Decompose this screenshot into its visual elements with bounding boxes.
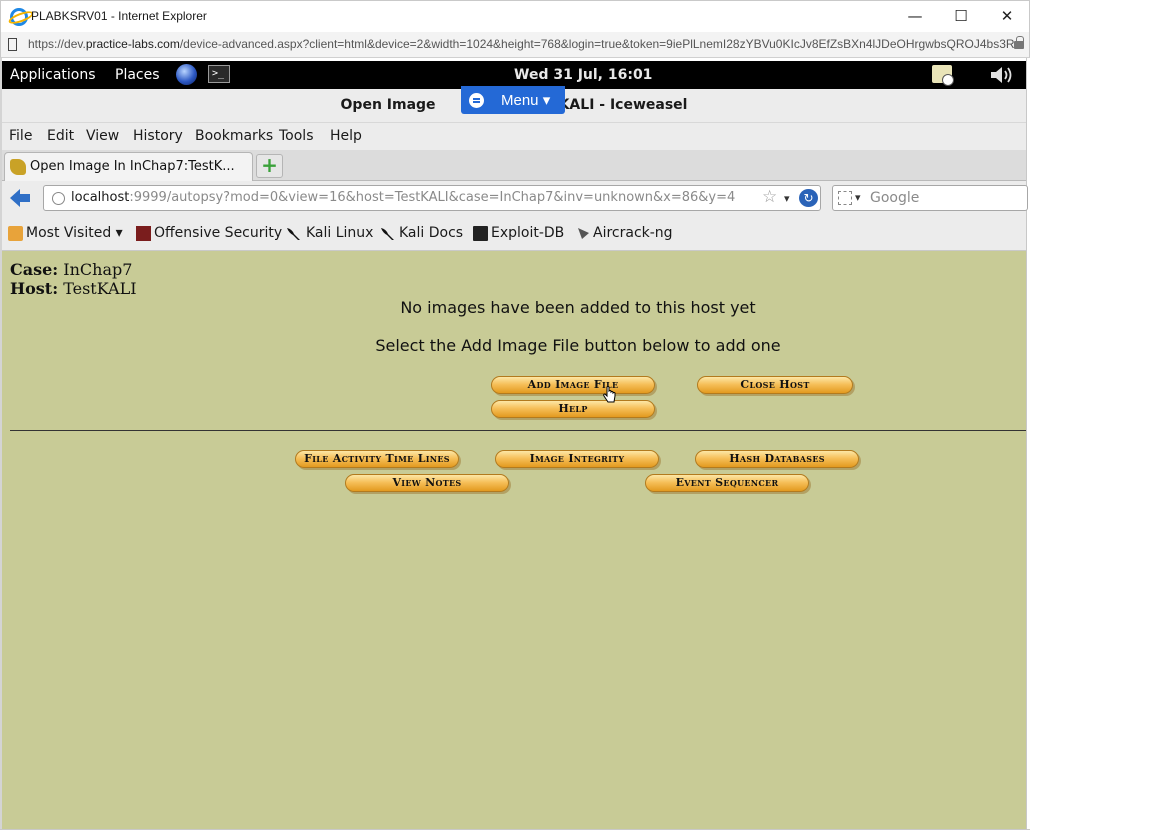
menu-view[interactable]: View (86, 128, 120, 144)
kali-docs-dragon-icon (381, 228, 394, 240)
autopsy-favicon-icon (10, 159, 26, 175)
terminal-launcher-icon[interactable]: >_ (208, 65, 230, 83)
internet-explorer-logo-icon (10, 8, 28, 26)
add-image-hint: Select the Add Image File button below t… (375, 336, 781, 355)
image-integrity-button[interactable]: Image Integrity (495, 450, 659, 468)
menu-button-label: Menu ▾ (501, 92, 551, 109)
remote-session-menu-button[interactable]: Menu ▾ (461, 86, 565, 114)
reload-icon[interactable]: ↻ (799, 189, 818, 207)
hash-databases-button[interactable]: Hash Databases (695, 450, 859, 468)
section-divider (10, 430, 1026, 431)
offensive-security-icon (136, 226, 151, 241)
add-image-file-button[interactable]: Add Image File (491, 376, 655, 394)
new-tab-button[interactable]: + (256, 154, 283, 178)
menu-edit[interactable]: Edit (47, 128, 75, 144)
aircrack-ng-icon (578, 228, 589, 239)
kali-linux-dragon-icon (287, 228, 300, 240)
window-frame-left (0, 58, 2, 833)
bookmark-kali-docs[interactable]: Kali Docs (399, 225, 464, 241)
exploit-db-icon (473, 226, 488, 241)
bookmark-offensive-security[interactable]: Offensive Security (154, 225, 283, 241)
event-sequencer-button[interactable]: Event Sequencer (645, 474, 809, 492)
bookmark-star-icon[interactable]: ☆ (762, 187, 778, 207)
no-images-message: No images have been added to this host y… (400, 298, 756, 317)
tab-open-image[interactable]: Open Image In InChap7:TestK... (4, 152, 253, 181)
search-engine-dropdown-icon[interactable]: ▾ (855, 191, 861, 204)
back-arrow-icon[interactable] (10, 189, 30, 207)
notification-icon[interactable] (932, 65, 954, 86)
menu-history[interactable]: History (133, 128, 183, 144)
ie-address-bar[interactable]: https://dev.practice-labs.com/device-adv… (0, 32, 1030, 58)
search-bar[interactable]: ▾ Google (832, 185, 1028, 211)
page-icon (8, 38, 17, 51)
site-identity-icon[interactable] (52, 192, 65, 205)
panel-clock[interactable]: Wed 31 Jul, 16:01 (514, 67, 653, 83)
hand-cursor-icon (603, 386, 616, 403)
volume-icon[interactable] (990, 65, 1016, 85)
host-info: Host: TestKALI (10, 279, 137, 298)
menu-file[interactable]: File (9, 128, 33, 144)
case-info: Case: InChap7 (10, 260, 133, 279)
navigation-bar: localhost:9999/autopsy?mod=0&view=16&hos… (2, 181, 1028, 216)
url-bar[interactable]: localhost:9999/autopsy?mod=0&view=16&hos… (43, 185, 821, 211)
close-window-button[interactable]: ✕ (1000, 7, 1014, 25)
most-visited-folder-icon (8, 226, 23, 241)
ie-title-bar: PLABKSRV01 - Internet Explorer — ☐ ✕ (0, 0, 1030, 32)
minimize-button[interactable]: — (907, 7, 923, 25)
url-history-dropdown-icon[interactable]: ▾ (784, 192, 790, 205)
applications-menu[interactable]: Applications (10, 67, 96, 83)
tab-label: Open Image In InChap7:TestK... (30, 159, 235, 174)
window-frame-right (1026, 58, 1030, 833)
ie-window-title: PLABKSRV01 - Internet Explorer (31, 9, 207, 23)
close-host-button[interactable]: Close Host (697, 376, 853, 394)
tab-strip: Open Image In InChap7:TestK... + (2, 150, 1026, 181)
url-input[interactable]: localhost:9999/autopsy?mod=0&view=16&hos… (71, 190, 736, 205)
maximize-button[interactable]: ☐ (954, 7, 968, 25)
web-browser-launcher-icon[interactable] (176, 64, 197, 85)
bookmarks-toolbar: Most Visited ▾ Offensive Security Kali L… (2, 216, 1026, 251)
window-frame-bottom (0, 829, 1030, 833)
menu-help[interactable]: Help (330, 128, 362, 144)
menu-icon (469, 93, 484, 108)
search-input[interactable]: Google (870, 190, 920, 206)
help-button[interactable]: Help (491, 400, 655, 418)
autopsy-page: Case: InChap7 Host: TestKALI No images h… (2, 251, 1026, 829)
file-activity-time-lines-button[interactable]: File Activity Time Lines (295, 450, 459, 468)
gnome-top-panel: Applications Places >_ Wed 31 Jul, 16:01 (2, 61, 1026, 89)
search-engine-icon[interactable] (838, 191, 852, 205)
lock-icon[interactable] (1014, 36, 1024, 49)
bookmark-kali-linux[interactable]: Kali Linux (306, 225, 374, 241)
ie-url-text[interactable]: https://dev.practice-labs.com/device-adv… (28, 37, 1015, 51)
places-menu[interactable]: Places (115, 67, 160, 83)
bookmark-exploit-db[interactable]: Exploit-DB (491, 225, 565, 241)
menu-bookmarks[interactable]: Bookmarks (195, 128, 274, 144)
browser-menubar: File Edit View History Bookmarks Tools H… (2, 123, 1026, 150)
menu-tools[interactable]: Tools (279, 128, 314, 144)
bookmark-aircrack-ng[interactable]: Aircrack-ng (593, 225, 673, 241)
view-notes-button[interactable]: View Notes (345, 474, 509, 492)
bookmark-most-visited[interactable]: Most Visited ▾ (26, 225, 123, 241)
